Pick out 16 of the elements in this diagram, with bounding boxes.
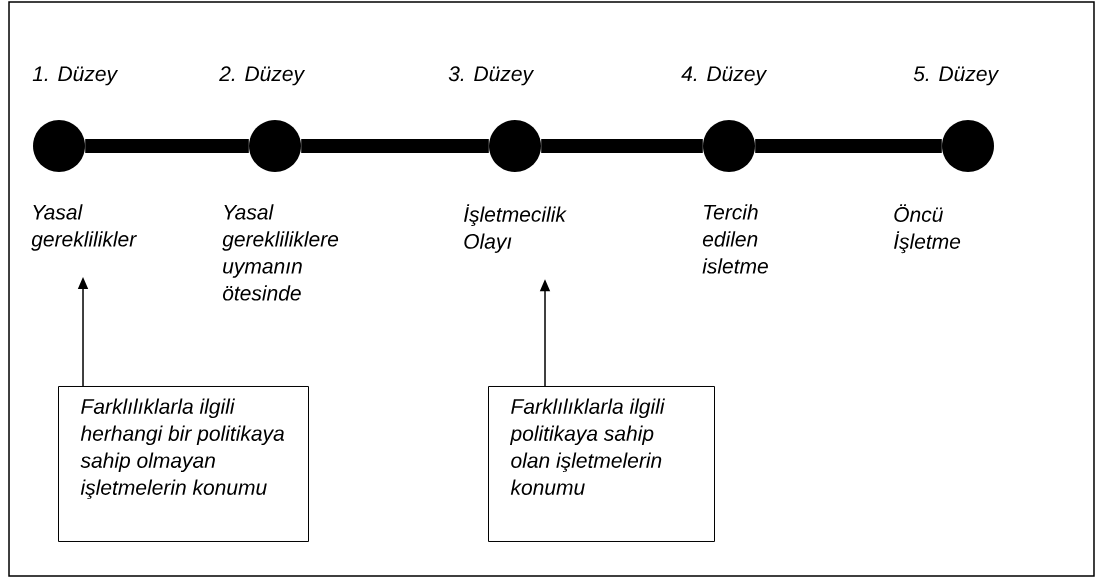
level-description: Öncü İşletme: [894, 204, 961, 254]
note-box: Farklılıklarla ilgili herhangi bir politikaya sahip olmayan işletmelerin konumu: [58, 386, 309, 542]
timeline-bar: [301, 139, 489, 153]
level-description: Tercih edilen isletme: [702, 204, 768, 274]
level-description: İşletmecilik Olayı: [464, 204, 567, 253]
level-label: 2. Düzey: [219, 66, 306, 86]
level-description: Yasal gereklilikler: [31, 204, 137, 251]
level-label: 1. Düzey: [32, 66, 119, 86]
level-label: 5. Düzey: [913, 66, 1000, 86]
note-box: Farklılıklarla ilgili politikaya sahip olan işletmelerin konumu: [488, 386, 715, 542]
level-label: 3. Düzey: [448, 66, 535, 86]
level-label: 4. Düzey: [681, 66, 768, 86]
timeline-bar: [85, 139, 249, 153]
timeline-bar: [541, 139, 703, 153]
timeline-bar: [755, 139, 942, 153]
level-description: Yasal gerekliliklere uymanın ötesinde: [222, 204, 339, 301]
